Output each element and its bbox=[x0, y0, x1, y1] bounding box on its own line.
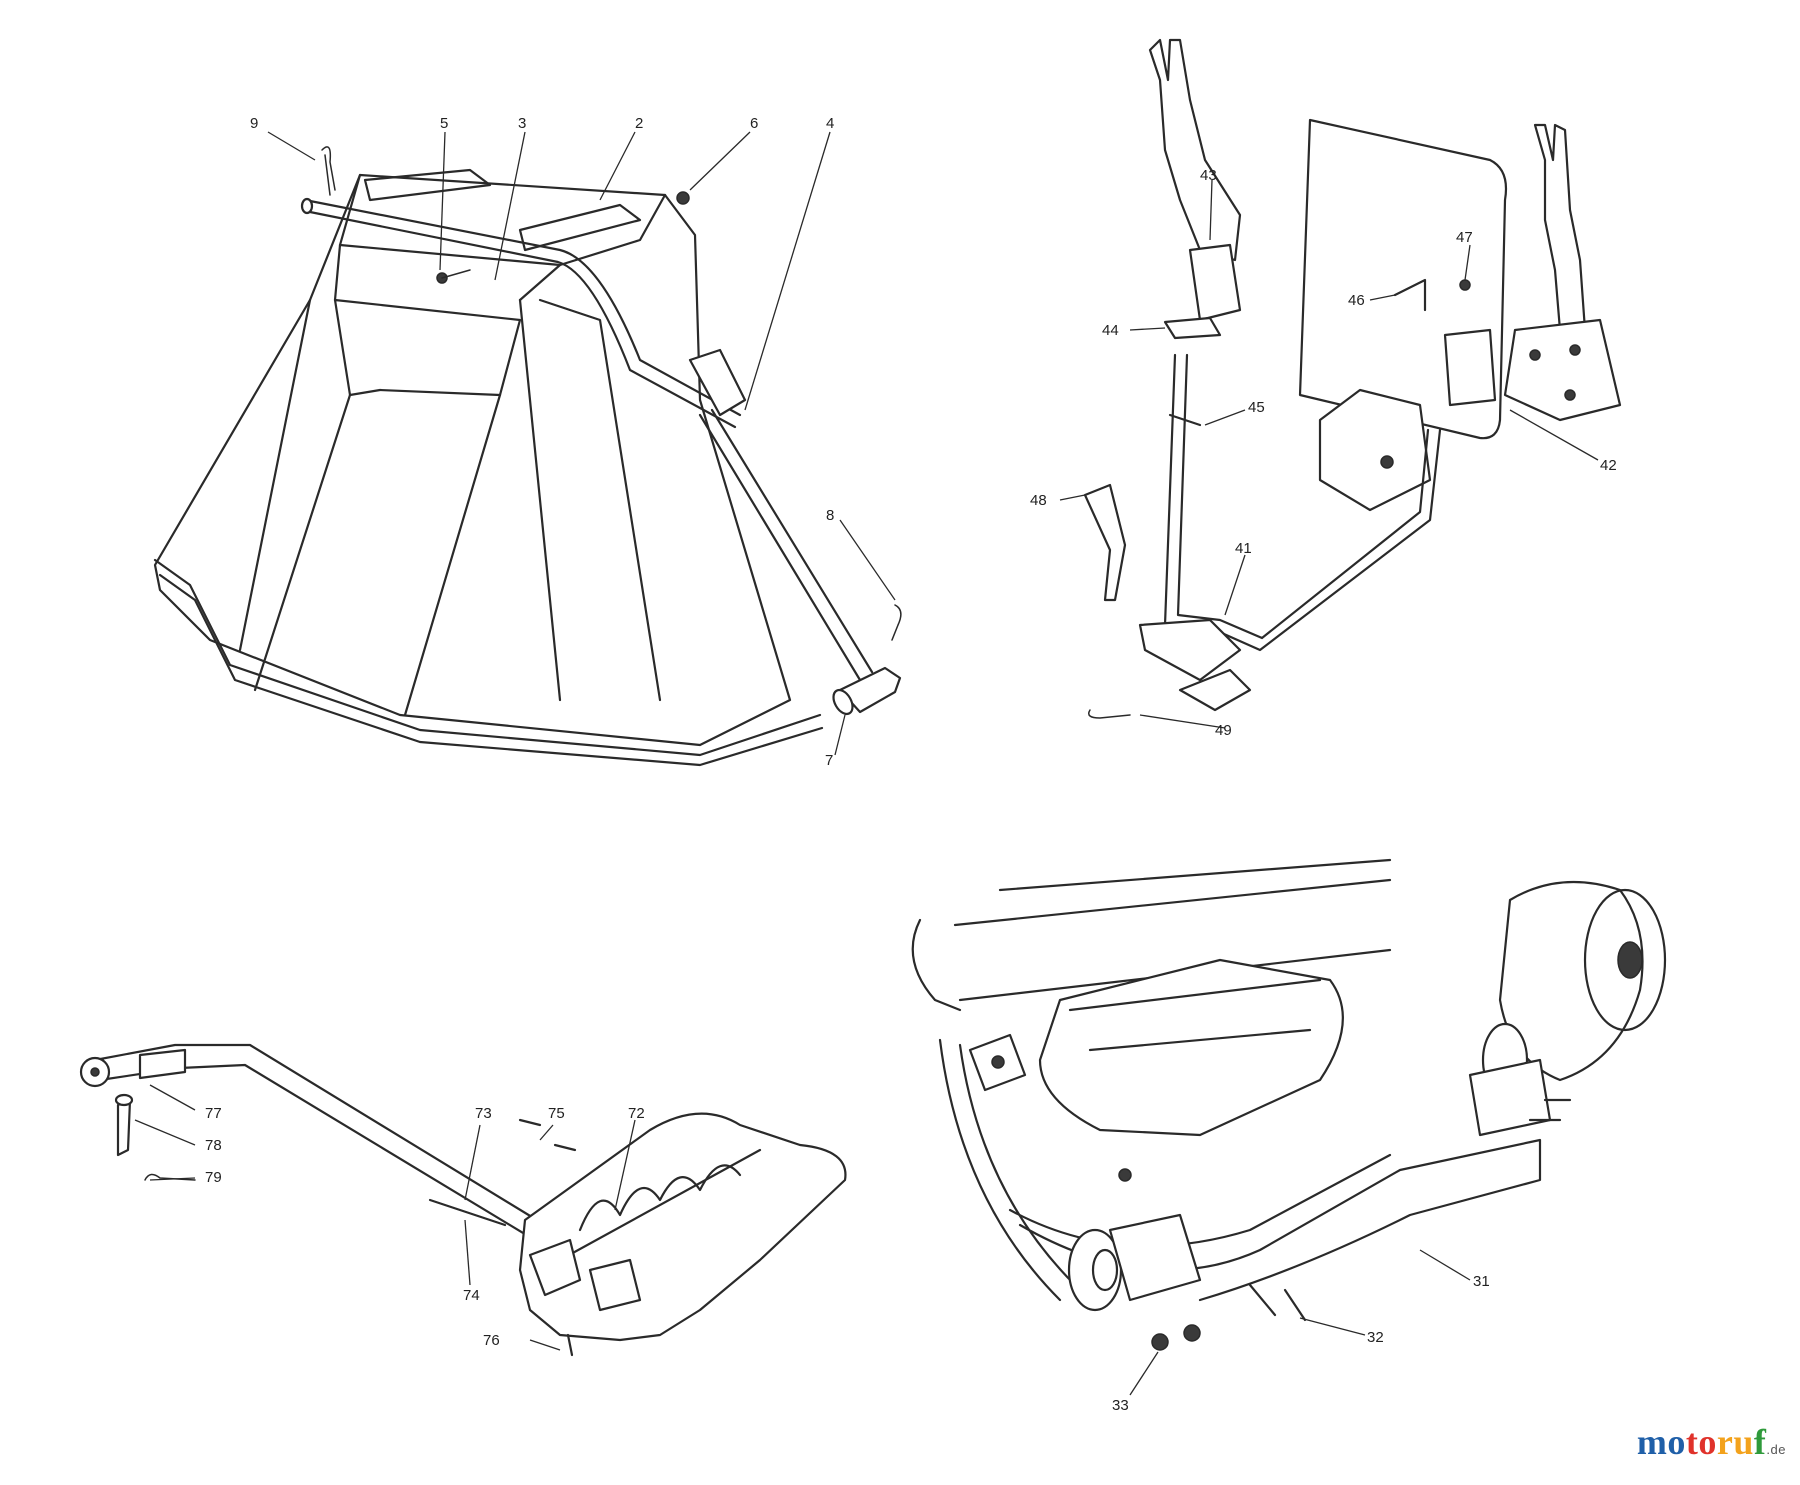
bag-bracket-left bbox=[363, 168, 492, 202]
callout-45: 45 bbox=[1248, 399, 1265, 416]
top-handle-rod bbox=[303, 198, 742, 417]
callout-31: 31 bbox=[1473, 1273, 1490, 1290]
handle-grip bbox=[838, 666, 902, 714]
cotter-pin-49 bbox=[1088, 709, 1131, 719]
clamp-44 bbox=[1163, 316, 1222, 340]
callout-4: 4 bbox=[826, 115, 834, 132]
logo-tld: .de bbox=[1766, 1442, 1786, 1457]
motoruf-logo: motoruf.de bbox=[1637, 1421, 1786, 1463]
pin-45 bbox=[1168, 413, 1202, 427]
bag-front-panel bbox=[333, 298, 522, 397]
cotter-pin-9 bbox=[321, 146, 336, 196]
callout-5: 5 bbox=[440, 115, 448, 132]
callout-7: 7 bbox=[825, 752, 833, 769]
grass-bag bbox=[153, 173, 792, 747]
pin-47 bbox=[1459, 279, 1471, 291]
callout-75: 75 bbox=[548, 1105, 565, 1122]
nut-33a bbox=[1151, 1333, 1169, 1351]
callout-79: 79 bbox=[205, 1169, 222, 1186]
cotter-79 bbox=[144, 1173, 196, 1181]
tire-tread bbox=[938, 1038, 1062, 1302]
cover-plate bbox=[1318, 388, 1432, 512]
bracket-42 bbox=[1443, 328, 1497, 407]
callout-42: 42 bbox=[1600, 457, 1617, 474]
lever-foot bbox=[1138, 618, 1242, 682]
right-upright bbox=[1533, 123, 1587, 332]
logo-text-1: mo bbox=[1636, 1422, 1686, 1462]
auger-72 bbox=[578, 1164, 742, 1232]
height-adjust-assembly: 43 44 45 46 47 42 48 41 49 bbox=[1030, 38, 1622, 739]
bolt-78 bbox=[116, 1098, 132, 1157]
logo-text-4: f bbox=[1753, 1422, 1767, 1462]
discharge-chute-assembly: 77 78 79 73 75 72 74 76 bbox=[79, 1043, 847, 1357]
callout-78: 78 bbox=[205, 1137, 222, 1154]
logo-text-2: to bbox=[1685, 1422, 1717, 1462]
callout-44: 44 bbox=[1102, 322, 1119, 339]
callout-46: 46 bbox=[1348, 292, 1365, 309]
bag-bottom-frame bbox=[153, 558, 822, 757]
callout-2: 2 bbox=[635, 115, 643, 132]
side-plate bbox=[1503, 318, 1622, 422]
left-upright bbox=[1148, 38, 1242, 262]
callout-47: 47 bbox=[1456, 229, 1473, 246]
roller-bar-assembly: 31 32 33 bbox=[911, 858, 1667, 1414]
rear-wheel bbox=[1498, 880, 1644, 1082]
nut-33b bbox=[1183, 1324, 1201, 1342]
callout-72: 72 bbox=[628, 1105, 645, 1122]
callout-6: 6 bbox=[750, 115, 758, 132]
side-handle-rod bbox=[698, 408, 874, 682]
bracket-43 bbox=[1188, 243, 1242, 322]
callout-49: 49 bbox=[1215, 722, 1232, 739]
nut-6 bbox=[676, 191, 690, 205]
callout-9: 9 bbox=[250, 115, 258, 132]
pin-48 bbox=[1083, 483, 1127, 602]
callout-77: 77 bbox=[205, 1105, 222, 1122]
callout-74: 74 bbox=[463, 1287, 480, 1304]
pin-46 bbox=[1393, 278, 1427, 312]
screw-76 bbox=[566, 1333, 574, 1357]
callout-73: 73 bbox=[475, 1105, 492, 1122]
callout-41: 41 bbox=[1235, 540, 1252, 557]
callout-43: 43 bbox=[1200, 167, 1217, 184]
lever-rod-41 bbox=[1163, 353, 1442, 652]
bolt-32b bbox=[1283, 1288, 1307, 1322]
callout-33: 33 bbox=[1112, 1397, 1129, 1414]
deck-bolt bbox=[1118, 1168, 1132, 1182]
pin-74 bbox=[428, 1198, 507, 1227]
callout-48: 48 bbox=[1030, 492, 1047, 509]
callout-76: 76 bbox=[483, 1332, 500, 1349]
callout-3: 3 bbox=[518, 115, 526, 132]
grass-catcher-assembly: 9 5 3 2 6 4 8 7 bbox=[153, 115, 902, 769]
chute-handle-rod bbox=[93, 1043, 547, 1227]
pin-75a bbox=[518, 1118, 542, 1127]
pin-75b bbox=[553, 1143, 577, 1152]
callout-32: 32 bbox=[1367, 1329, 1384, 1346]
logo-text-3: ru bbox=[1716, 1422, 1754, 1462]
callout-8: 8 bbox=[826, 507, 834, 524]
clip-8 bbox=[891, 604, 902, 641]
bolt-32a bbox=[1248, 1283, 1277, 1317]
